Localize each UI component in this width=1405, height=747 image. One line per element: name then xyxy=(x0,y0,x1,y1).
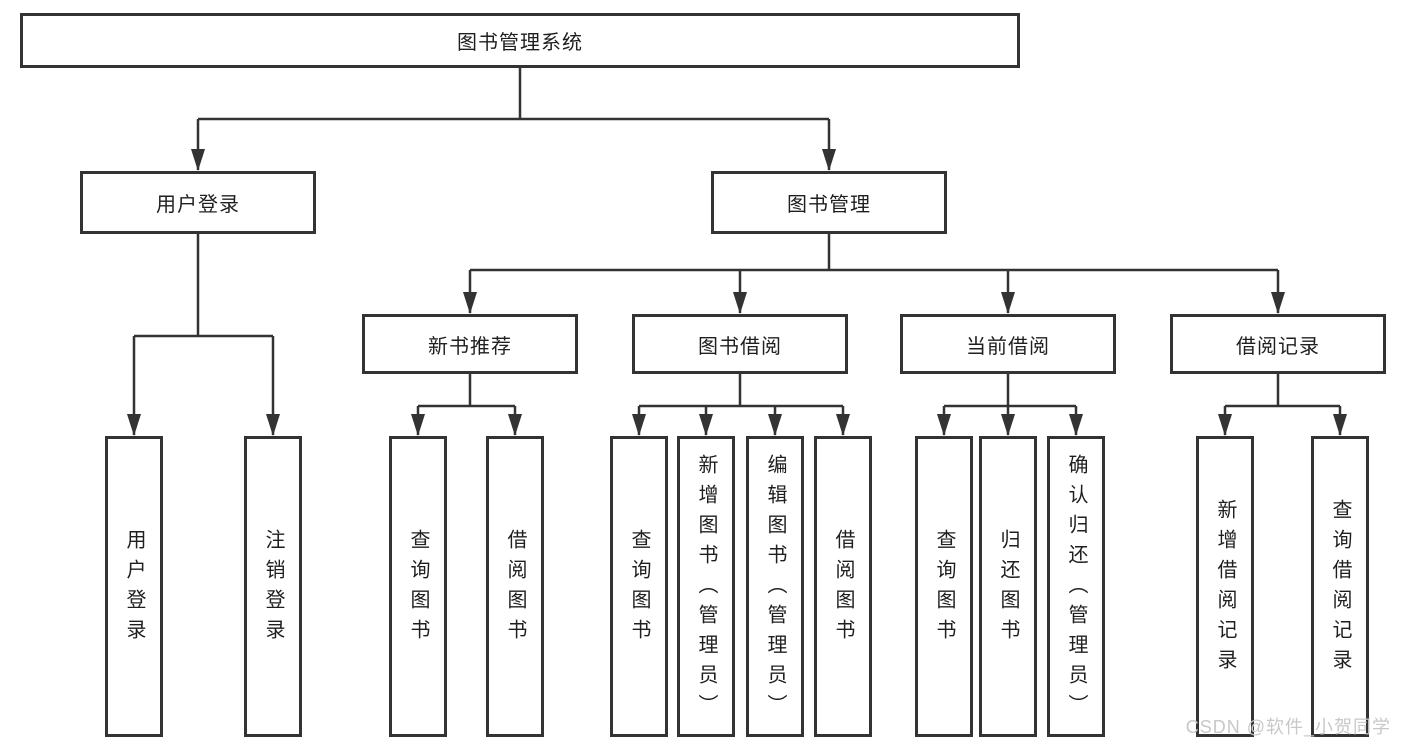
leaf-borrow-books-recommend: 借阅图书 xyxy=(486,436,544,737)
leaf-add-book-admin: 新增图书（管理员） xyxy=(677,436,735,737)
leaf-borrow-books-borrow: 借阅图书 xyxy=(814,436,872,737)
leaf-edit-book-admin: 编辑图书（管理员） xyxy=(746,436,804,737)
node-new-book-recommend: 新书推荐 xyxy=(362,314,578,374)
node-library-management-system: 图书管理系统 xyxy=(20,13,1020,68)
leaf-logout-login: 注销登录 xyxy=(244,436,302,737)
leaf-query-borrow-record: 查询借阅记录 xyxy=(1311,436,1369,737)
leaf-query-books-current: 查询图书 xyxy=(915,436,973,737)
node-current-borrow: 当前借阅 xyxy=(900,314,1116,374)
node-user-login: 用户登录 xyxy=(80,171,316,234)
leaf-query-books-borrow: 查询图书 xyxy=(610,436,668,737)
node-borrow-records: 借阅记录 xyxy=(1170,314,1386,374)
watermark-text: CSDN @软件_小贺同学 xyxy=(1185,717,1391,737)
node-book-borrow: 图书借阅 xyxy=(632,314,848,374)
leaf-user-login: 用户登录 xyxy=(105,436,163,737)
leaf-query-books-recommend: 查询图书 xyxy=(389,436,447,737)
leaf-return-books: 归还图书 xyxy=(979,436,1037,737)
node-book-management: 图书管理 xyxy=(711,171,947,234)
leaf-confirm-return-admin: 确认归还（管理员） xyxy=(1047,436,1105,737)
leaf-new-borrow-record: 新增借阅记录 xyxy=(1196,436,1254,737)
